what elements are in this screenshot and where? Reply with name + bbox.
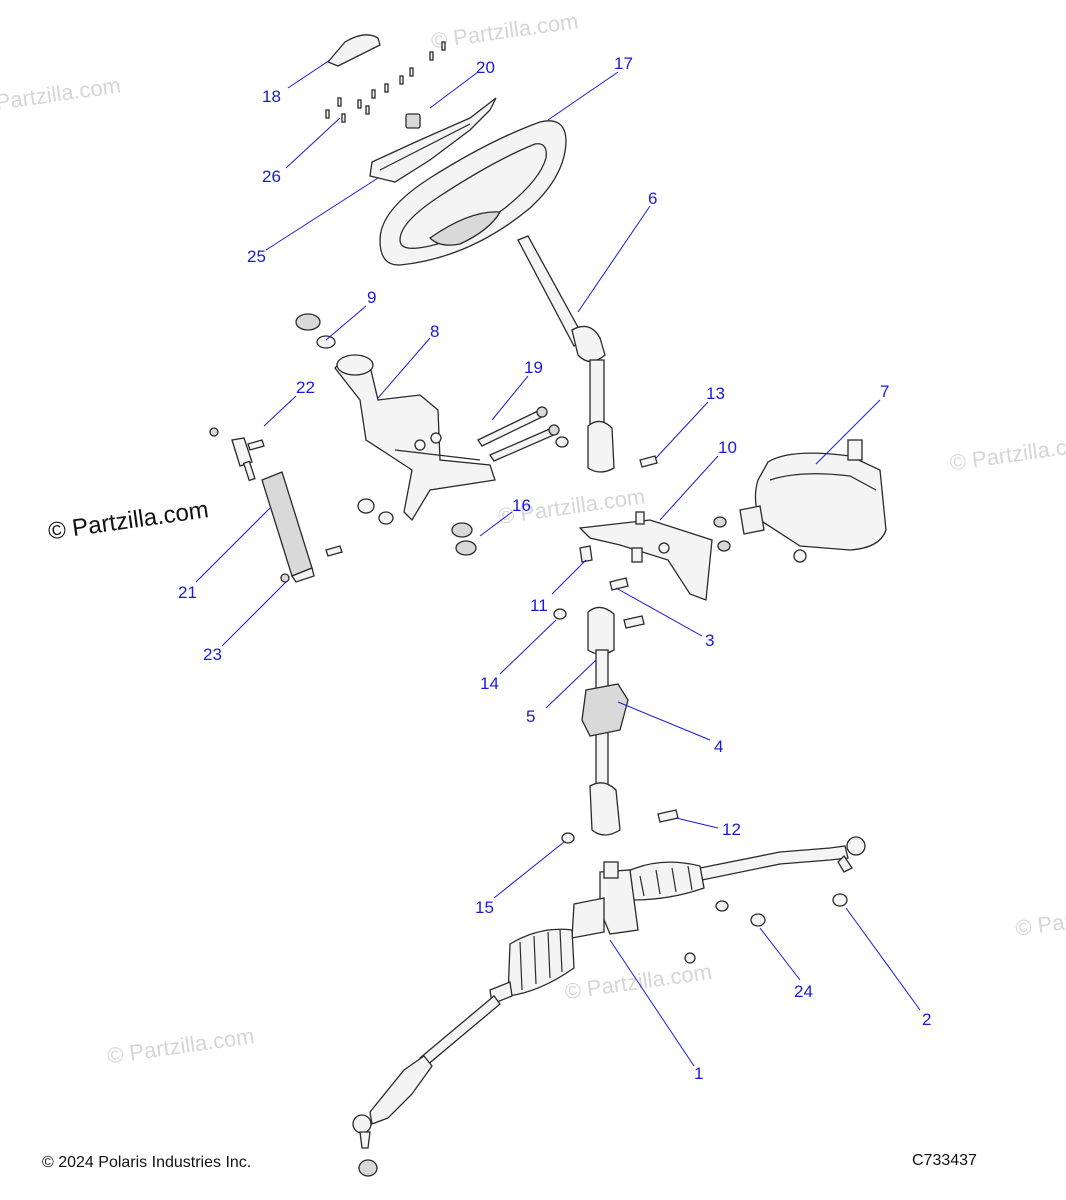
callout-21: 21 — [178, 583, 197, 602]
callout-17: 17 — [614, 54, 633, 73]
nut-part — [555, 436, 569, 448]
callout-19: 19 — [524, 358, 543, 377]
power-steering-unit-part — [739, 439, 887, 563]
callout-26: 26 — [262, 167, 281, 186]
screw-set-part — [325, 41, 446, 123]
bolt-shaft-part — [623, 615, 645, 629]
callout-2: 2 — [922, 1010, 931, 1029]
drawing-number: C733437 — [912, 1152, 977, 1169]
callout-9: 9 — [367, 288, 376, 307]
nut-24-part — [750, 913, 766, 927]
bushing-upper-part — [295, 313, 336, 349]
watermark-text: © Partzilla.com — [1014, 896, 1066, 941]
callout-6: 6 — [648, 189, 657, 208]
callout-20: 20 — [476, 58, 495, 77]
callout-1: 1 — [694, 1064, 703, 1083]
callout-4: 4 — [714, 737, 723, 756]
nut-part — [378, 511, 394, 525]
callout-15: 15 — [475, 898, 494, 917]
steering-wheel-bracket-part — [369, 97, 497, 183]
nut-15-part — [561, 832, 575, 844]
steering-mount-bracket-part — [578, 511, 713, 601]
upper-steering-shaft-part — [517, 235, 615, 473]
callout-7: 7 — [880, 382, 889, 401]
watermark-text: © Partzilla.com — [106, 1023, 256, 1068]
callout-13: 13 — [706, 384, 725, 403]
watermark-text: © Partzilla.com — [430, 8, 580, 53]
watermark-main: © Partzilla.com — [46, 496, 210, 545]
steering-wheel-part — [379, 120, 567, 266]
watermark-text: © Partzilla.com — [0, 73, 122, 118]
nut-strut-part — [280, 573, 290, 583]
nut-part — [357, 498, 375, 514]
bolt-12-part — [657, 809, 679, 823]
nut-14-part — [553, 608, 567, 620]
nut-part — [713, 516, 727, 528]
nut-part — [717, 540, 731, 552]
callout-24: 24 — [794, 982, 813, 1001]
nut-part — [358, 1159, 378, 1177]
shaft-boot-plate-part — [581, 683, 629, 737]
leader-lines — [195, 59, 921, 1067]
callout-3: 3 — [705, 631, 714, 650]
nut-part — [684, 952, 696, 964]
callout-8: 8 — [430, 322, 439, 341]
nut-2-part — [832, 893, 848, 907]
callout-12: 12 — [722, 820, 741, 839]
bolt-small-part — [247, 439, 265, 451]
tilt-bracket-part — [334, 354, 496, 522]
bolt-3-part — [609, 577, 629, 591]
watermark-text: © Partzilla.com — [948, 430, 1066, 475]
pivot-bolts-part — [477, 406, 560, 462]
bushing-lower-part — [451, 522, 477, 556]
callout-10: 10 — [718, 438, 737, 457]
nut-part — [405, 113, 421, 129]
callout-5: 5 — [526, 707, 535, 726]
callout-25: 25 — [247, 247, 266, 266]
bolt-strut-part — [325, 545, 343, 557]
callout-18: 18 — [262, 87, 281, 106]
callout-23: 23 — [203, 645, 222, 664]
callout-16: 16 — [512, 496, 531, 515]
bolt-11-part — [579, 545, 593, 563]
lower-steering-shaft-part — [587, 606, 621, 836]
horn-pad-part — [326, 34, 381, 67]
callout-labels: 1 2 3 4 5 6 7 8 9 10 11 12 13 14 15 16 1… — [178, 54, 931, 1083]
callout-11: 11 — [530, 596, 548, 615]
steering-rack-part — [352, 836, 866, 1149]
gas-strut-part — [231, 437, 315, 583]
nut-small-part — [209, 427, 219, 437]
callout-22: 22 — [296, 378, 315, 397]
copyright-text: © 2024 Polaris Industries Inc. — [42, 1154, 252, 1171]
nut-part — [715, 900, 729, 912]
bolt-13-part — [639, 455, 658, 468]
callout-14: 14 — [480, 674, 499, 693]
